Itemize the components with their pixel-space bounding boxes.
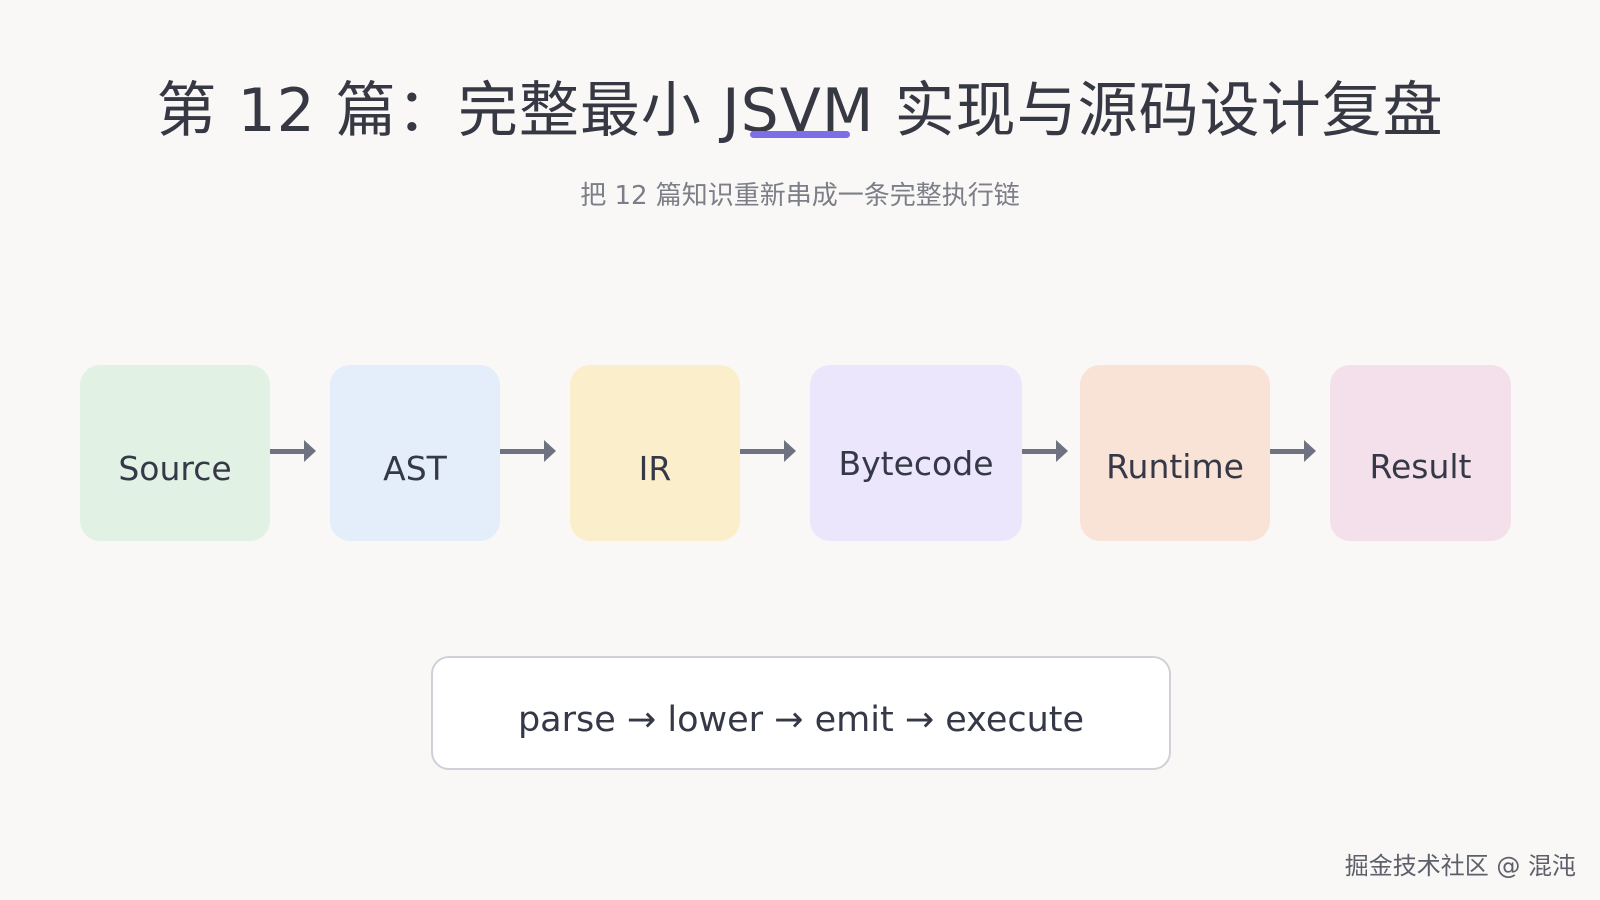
stage-label: AST xyxy=(383,448,447,488)
arrow-icon xyxy=(500,440,556,462)
page-subtitle: 把 12 篇知识重新串成一条完整执行链 xyxy=(580,181,1020,211)
stage-ast: AST xyxy=(330,365,500,541)
flow-summary-text: parse → lower → emit → execute xyxy=(517,700,1085,740)
arrow-icon xyxy=(740,440,796,462)
arrow-icon xyxy=(1270,440,1316,462)
stage-ir: IR xyxy=(570,365,740,541)
flow-summary-box: parse → lower → emit → execute xyxy=(431,656,1171,770)
arrow-icon xyxy=(1022,440,1068,462)
stage-label: Result xyxy=(1369,446,1472,486)
stage-source: Source xyxy=(80,365,270,541)
stage-label: Source xyxy=(118,448,232,488)
stage-result: Result xyxy=(1330,365,1511,541)
title-underline xyxy=(750,131,850,138)
watermark: 掘金技术社区 @ 混沌 xyxy=(1344,852,1576,880)
stage-bytecode: Bytecode xyxy=(810,365,1022,541)
stage-label: IR xyxy=(638,448,672,488)
arrow-icon xyxy=(270,440,316,462)
stage-runtime: Runtime xyxy=(1080,365,1270,541)
stage-label: Runtime xyxy=(1106,446,1244,486)
stage-label: Bytecode xyxy=(838,443,994,483)
